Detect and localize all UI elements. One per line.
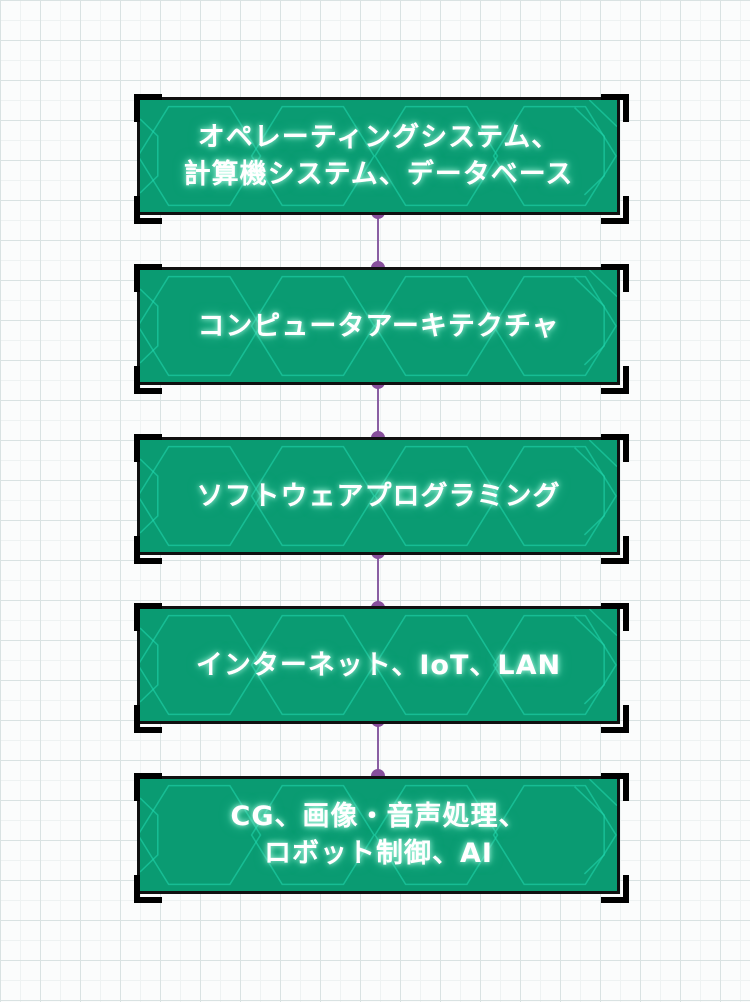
step-label-line: インターネット、IoT、LAN — [195, 649, 562, 681]
corner-bracket — [601, 196, 629, 224]
step-box-5: CG、画像・音声処理、 ロボット制御、AI — [137, 776, 620, 894]
corner-bracket — [601, 366, 629, 394]
hex-circuit-pattern — [140, 270, 617, 377]
corner-bracket — [601, 875, 629, 903]
corner-bracket — [134, 366, 162, 394]
step-label: CG、画像・音声処理、 ロボット制御、AI — [140, 779, 617, 891]
step-box-3: ソフトウェアプログラミング — [137, 437, 620, 555]
connector-line — [377, 720, 379, 776]
hex-circuit-pattern — [140, 609, 617, 716]
step-label: コンピュータアーキテクチャ — [140, 270, 617, 382]
connector-line — [377, 212, 379, 268]
step-label-line: ソフトウェアプログラミング — [196, 480, 561, 512]
step-box-4: インターネット、IoT、LAN — [137, 606, 620, 724]
step-label-line: 計算機システム、データベース — [183, 159, 574, 190]
connector-line — [377, 382, 379, 438]
step-label: インターネット、IoT、LAN — [140, 609, 617, 721]
corner-bracket — [601, 536, 629, 564]
corner-bracket — [134, 773, 162, 801]
step-label-line: コンピュータアーキテクチャ — [197, 310, 560, 342]
step-label-line: オペレーティングシステム、 — [197, 122, 560, 153]
corner-bracket — [134, 705, 162, 733]
corner-bracket — [601, 773, 629, 801]
step-label-line: CG、画像・音声処理、 — [230, 801, 527, 832]
step-box-2: コンピュータアーキテクチャ — [137, 267, 620, 385]
corner-bracket — [601, 603, 629, 631]
step-label: ソフトウェアプログラミング — [140, 440, 617, 552]
corner-bracket — [134, 875, 162, 903]
hex-circuit-pattern — [140, 100, 617, 207]
corner-bracket — [134, 94, 162, 122]
corner-bracket — [601, 264, 629, 292]
corner-bracket — [134, 434, 162, 462]
corner-bracket — [601, 705, 629, 733]
corner-bracket — [134, 536, 162, 564]
corner-bracket — [134, 264, 162, 292]
corner-bracket — [601, 94, 629, 122]
connector-line — [377, 552, 379, 608]
step-label-line: ロボット制御、AI — [264, 838, 493, 869]
corner-bracket — [134, 196, 162, 224]
step-label: オペレーティングシステム、 計算機システム、データベース — [140, 100, 617, 212]
corner-bracket — [601, 434, 629, 462]
hex-circuit-pattern — [140, 440, 617, 547]
hex-circuit-pattern — [140, 779, 617, 886]
step-box-1: オペレーティングシステム、 計算機システム、データベース — [137, 97, 620, 215]
corner-bracket — [134, 603, 162, 631]
